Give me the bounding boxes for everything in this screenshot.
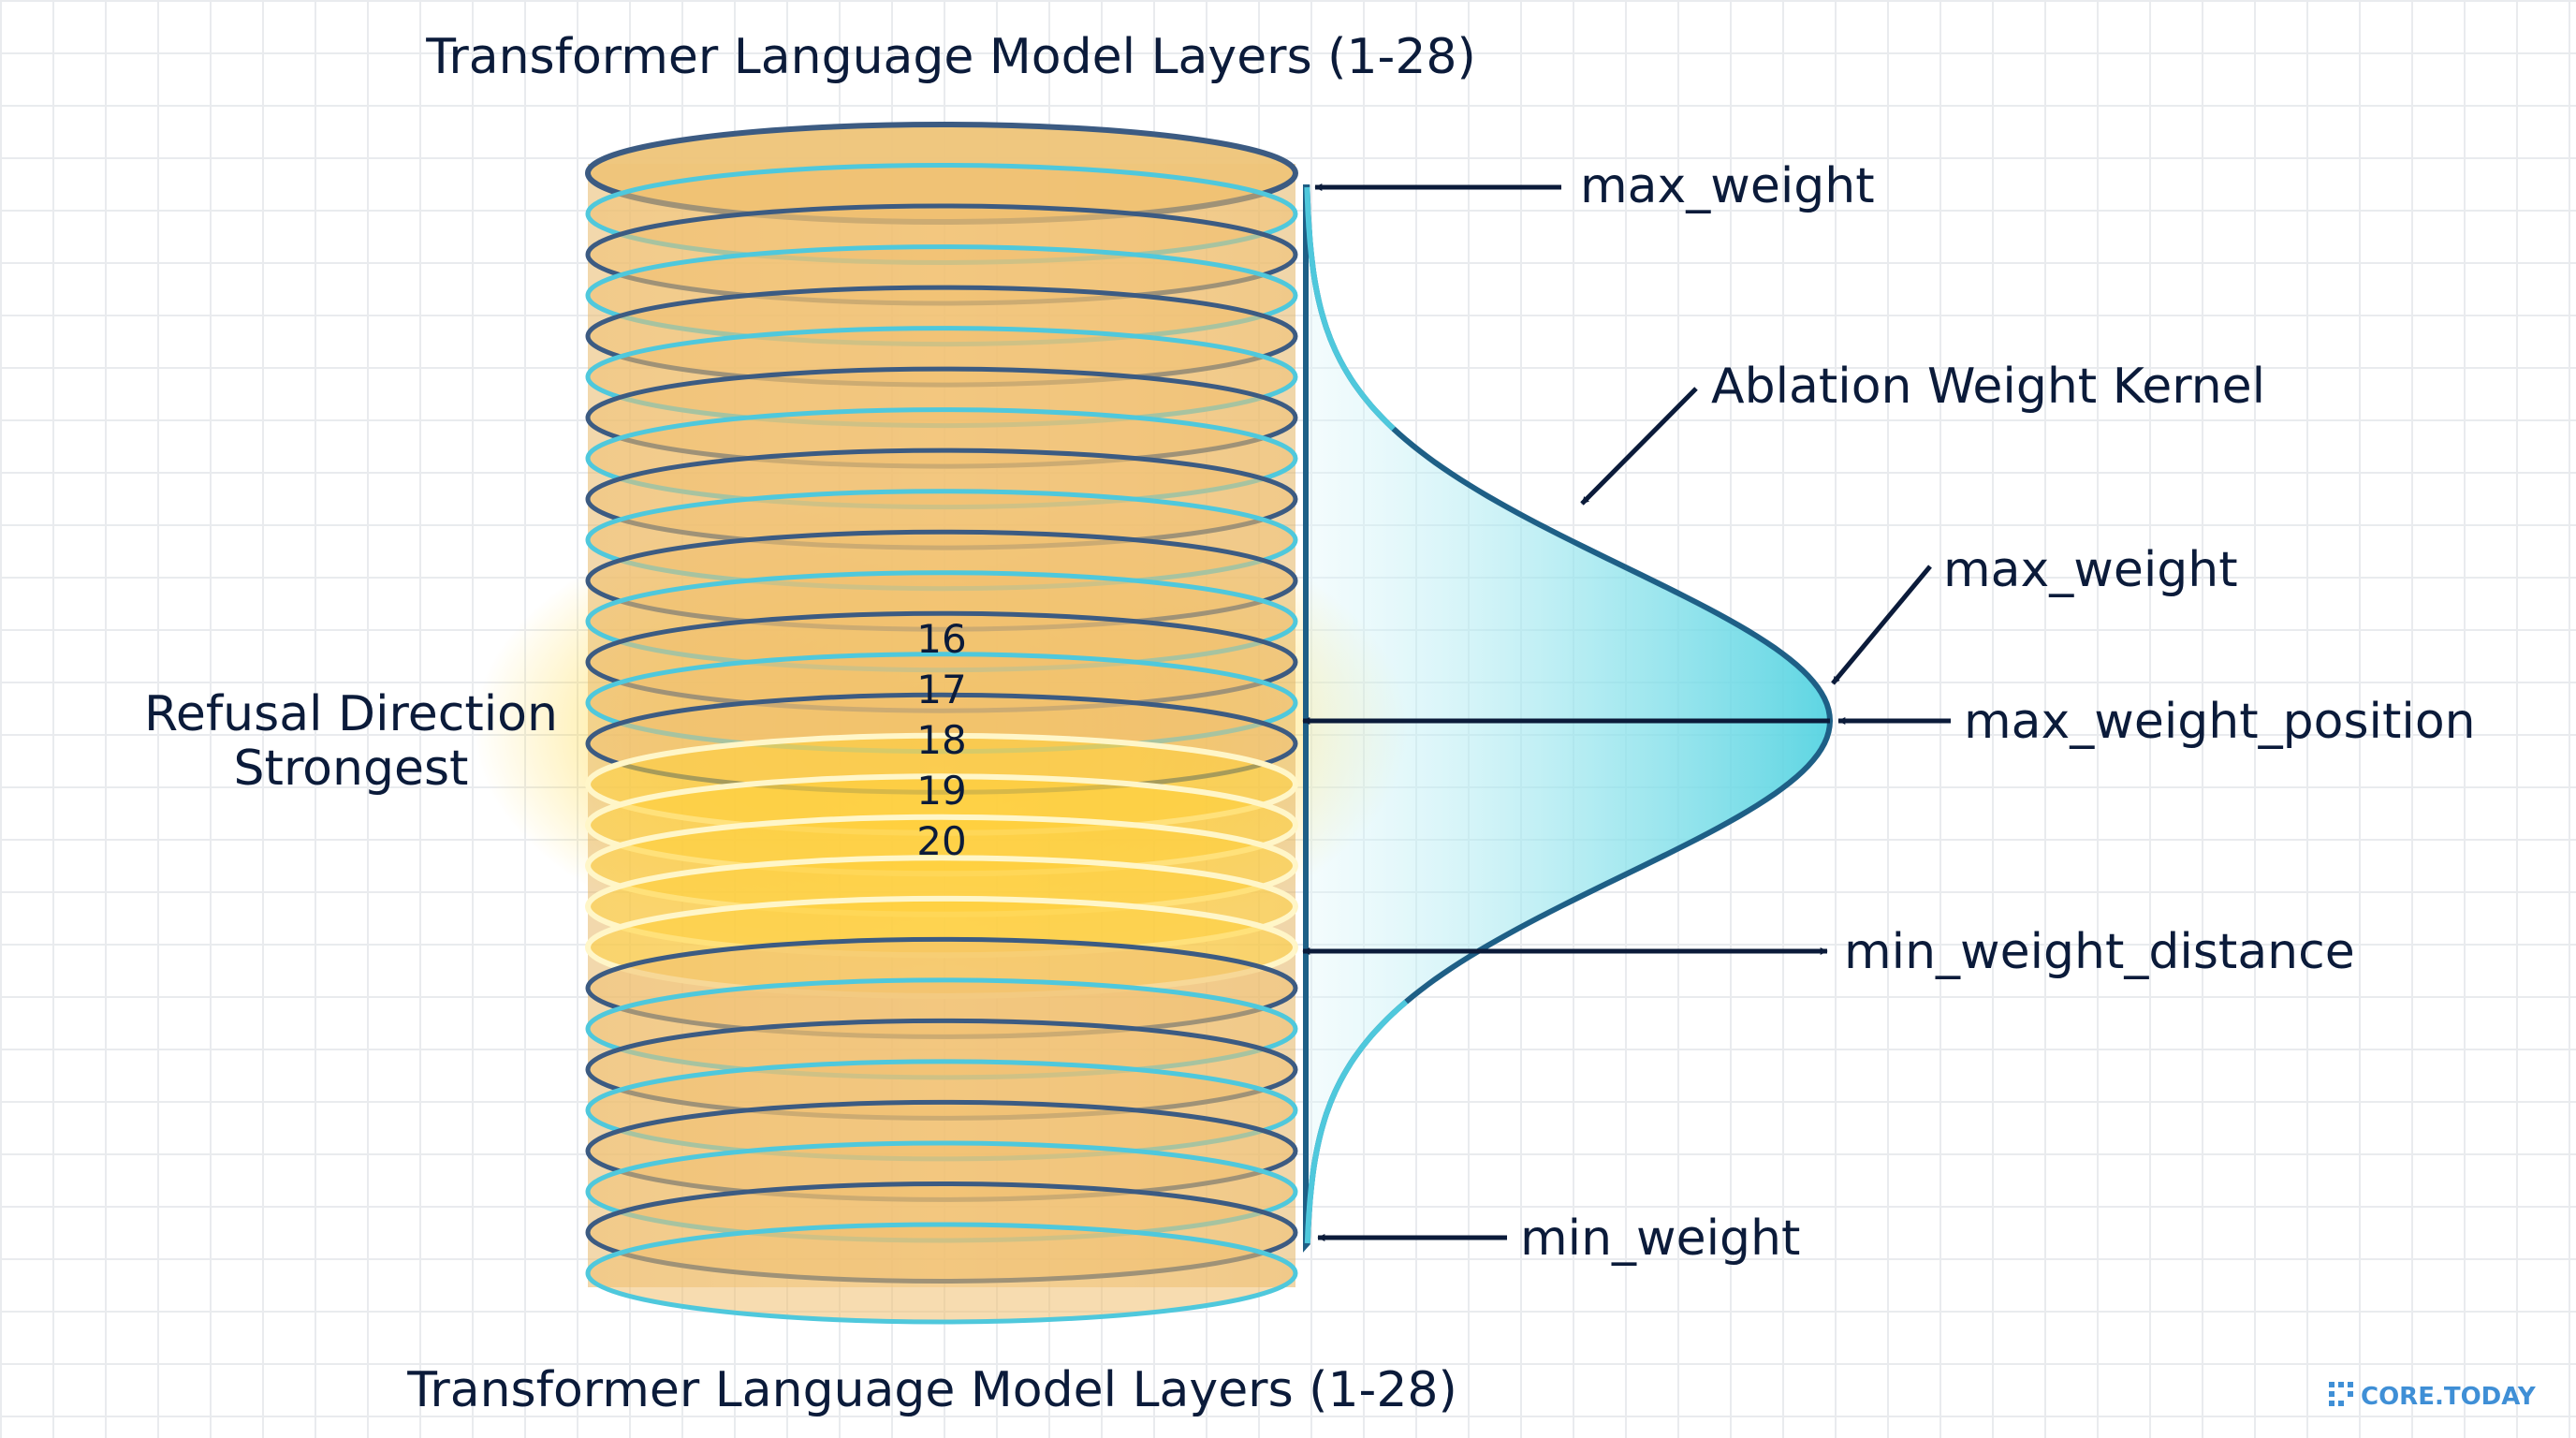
- watermark-text: CORE.TODAY: [2361, 1383, 2537, 1411]
- label-max-weight-position: max_weight_position: [1964, 694, 2476, 750]
- layer-stack: [585, 122, 1298, 1325]
- arrow-max-weight-peak: [1831, 565, 1932, 685]
- ablation-kernel-curve: [1303, 184, 1834, 1253]
- label-min-weight: min_weight: [1520, 1211, 1800, 1267]
- refusal-label-line1: Refusal Direction: [144, 686, 558, 742]
- watermark: CORE.TODAY: [2329, 1382, 2537, 1411]
- kernel-outer-edge-top: [1304, 186, 1396, 432]
- layer-number-19: 19: [916, 768, 966, 814]
- layer-number-16: 16: [916, 616, 966, 662]
- layer-number-18: 18: [916, 717, 966, 763]
- label-max-weight-peak: max_weight: [1943, 542, 2238, 598]
- title-bottom: Transformer Language Model Layers (1-28): [406, 1362, 1457, 1418]
- kernel-outer-edge-bottom: [1304, 999, 1409, 1244]
- arrow-kernel: [1580, 387, 1698, 506]
- layer-disc-28: [585, 1222, 1298, 1325]
- layer-number-20: 20: [916, 818, 966, 864]
- layer-number-17: 17: [916, 667, 966, 712]
- label-max-weight-top: max_weight: [1580, 158, 1875, 214]
- annotation-arrows: [1302, 183, 1951, 1241]
- title-top: Transformer Language Model Layers (1-28): [425, 29, 1476, 85]
- refusal-label-line2: Strongest: [234, 741, 469, 797]
- label-kernel: Ablation Weight Kernel: [1711, 359, 2265, 415]
- grid-logo-icon: [2329, 1382, 2353, 1406]
- label-min-weight-distance: min_weight_distance: [1844, 924, 2355, 980]
